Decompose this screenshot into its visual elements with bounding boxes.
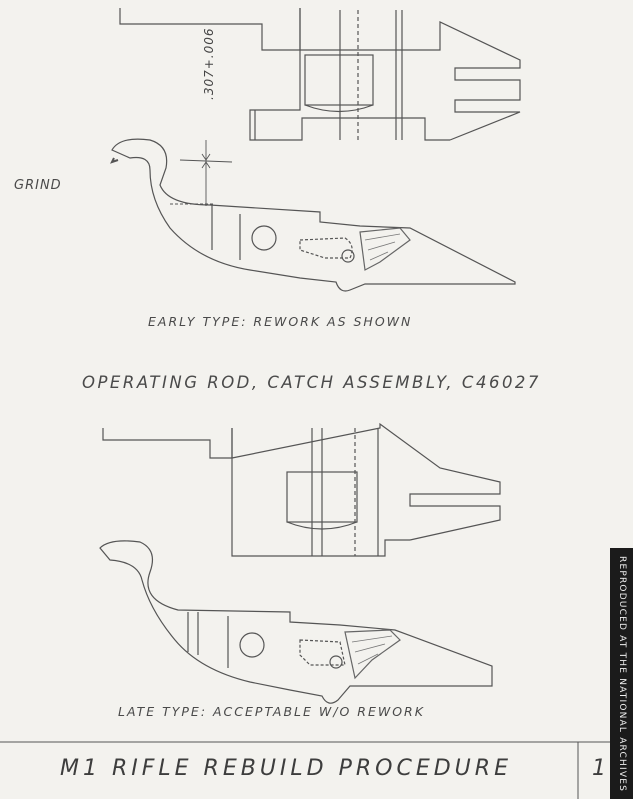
late-side-view [99, 540, 493, 704]
early-side-view [110, 138, 516, 292]
early-type-caption: EARLY TYPE: REWORK AS SHOWN [148, 314, 413, 329]
page-number: 1 [592, 756, 608, 781]
early-top-view [119, 8, 521, 141]
archive-stamp-text: REPRODUCED AT THE NATIONAL ARCHIVES [616, 555, 627, 792]
late-type-caption: LATE TYPE: ACCEPTABLE W/O REWORK [118, 704, 425, 719]
footer-title: M1 RIFLE REBUILD PROCEDURE [60, 756, 512, 781]
grind-label: GRIND [14, 178, 62, 193]
dimension-label: .307+.006 [202, 27, 216, 101]
title-block [0, 741, 633, 799]
archive-stamp: REPRODUCED AT THE NATIONAL ARCHIVES [610, 548, 633, 799]
drawing-title: OPERATING ROD, CATCH ASSEMBLY, C46027 [82, 373, 541, 392]
late-top-view [102, 422, 501, 557]
